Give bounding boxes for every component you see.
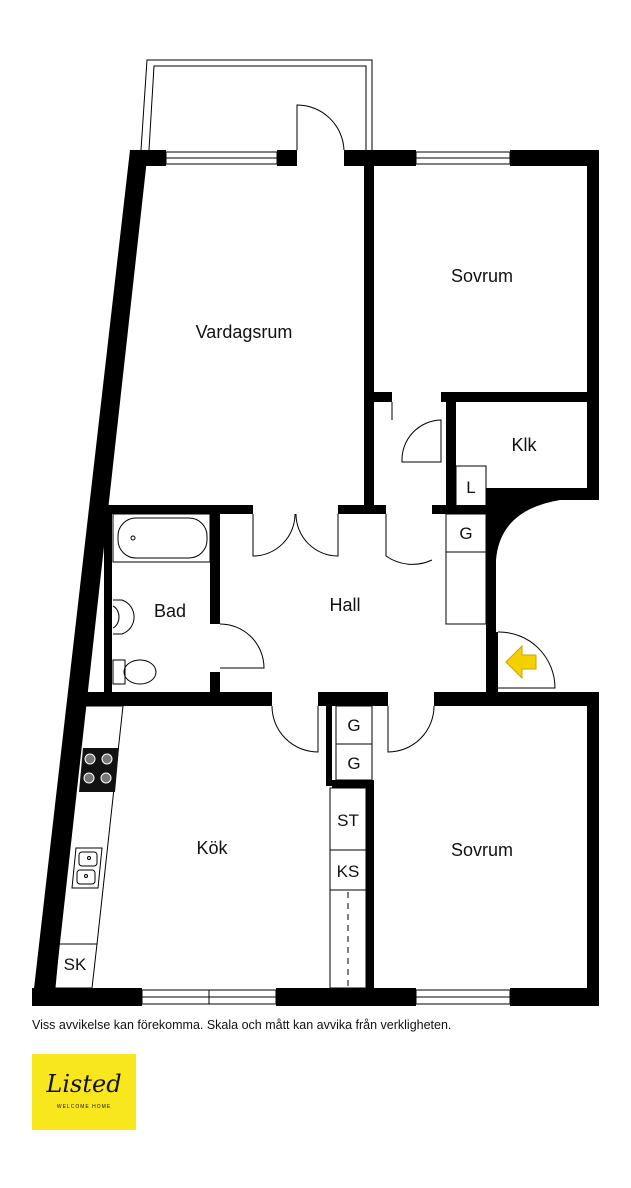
room-label-klk: Klk [511, 435, 537, 455]
room-label-bad: Bad [154, 601, 186, 621]
room-label-vardagsrum: Vardagsrum [196, 322, 293, 342]
toilet-icon [112, 659, 157, 685]
fixture-label-g-2: G [347, 754, 360, 773]
floor-plan: Vardagsrum Sovrum Klk Bad Hall Kök Sovru… [32, 59, 599, 1006]
room-label-hall: Hall [329, 595, 360, 615]
kitchen-sink-icon [71, 847, 103, 889]
fixture-label-sk: SK [64, 955, 87, 974]
bathtub-icon [112, 513, 211, 563]
outer-walls [32, 150, 599, 1006]
fixture-label-g-hall: G [459, 524, 472, 543]
windows [141, 151, 511, 1005]
doors [219, 104, 556, 753]
room-label-kok: Kök [196, 838, 228, 858]
room-label-sovrum-bottom: Sovrum [451, 840, 513, 860]
entrance-arrow-icon [505, 644, 537, 680]
kitchen-counter [54, 705, 124, 989]
fixture-label-st: ST [337, 811, 359, 830]
fixture-boxes [329, 465, 487, 989]
room-label-sovrum-top: Sovrum [451, 266, 513, 286]
interior-walls [82, 166, 599, 988]
logo-brand: Listed [46, 1070, 122, 1098]
logo-tagline: WELCOME HOME [56, 1104, 112, 1110]
balcony [140, 59, 373, 151]
disclaimer-text: Viss avvikelse kan förekomma. Skala och … [32, 1018, 452, 1032]
stove-icon [79, 748, 119, 792]
fixture-label-ks: KS [337, 862, 360, 881]
fixture-label-g-1: G [347, 716, 360, 735]
listed-logo: Listed WELCOME HOME [32, 1054, 136, 1130]
sink-icon [112, 599, 135, 635]
fixture-label-l: L [466, 478, 475, 497]
